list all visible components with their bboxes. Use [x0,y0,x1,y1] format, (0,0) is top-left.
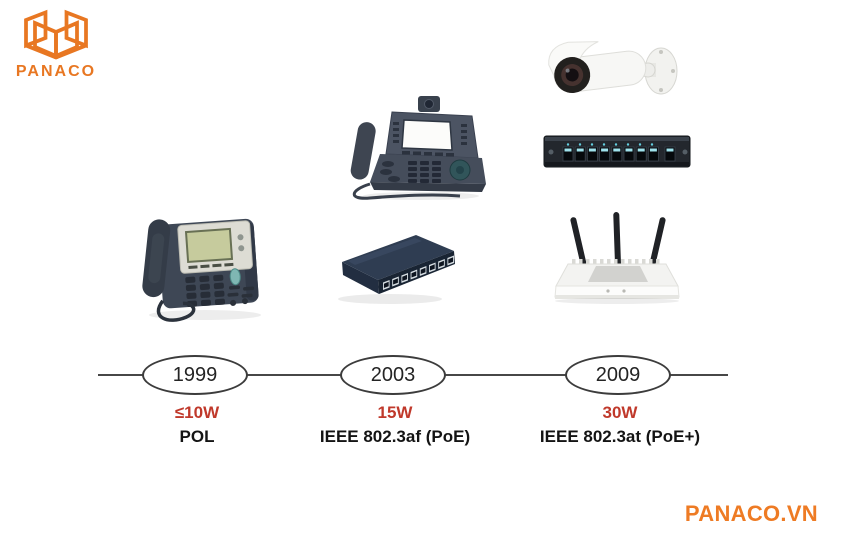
vents [572,259,660,267]
antenna-left [570,217,587,269]
handset-cord [156,299,196,322]
switch-ports [562,146,676,162]
nav-button [229,268,241,286]
power-label: 30W [602,403,638,422]
panaco-book-icon [24,9,88,60]
timeline-year: 1999 [172,363,218,386]
antenna-right [649,217,666,269]
poe-network-switch-illustration [543,135,691,168]
desktop-switch-illustration [338,235,455,304]
antenna-middle [613,212,622,268]
softkeys [188,262,234,269]
router-top-panel [588,266,648,282]
led-row [566,143,654,146]
camera-lens [424,99,434,109]
power-label: ≤10W [174,403,220,422]
phone-screen [401,119,453,151]
timeline-node-1999: 1999 [142,355,248,395]
standard-label: IEEE 802.3af (PoE) [319,427,471,446]
milestone-labels-1999: ≤10W POL [175,403,219,447]
keypad [408,161,441,183]
phone-base [370,182,486,192]
side-buttons [393,122,467,157]
handset-cord [352,182,461,200]
website-label: PANACO.VN [684,501,818,526]
standard-label: POL [179,427,215,446]
handset [350,122,376,180]
timeline-node-2009: 2009 [565,355,671,395]
brand-logo-text: PANACO [15,63,97,80]
shadow [338,294,442,304]
standard-label: IEEE 802.3at (PoE+) [539,427,701,446]
video-ip-phone-illustration [350,96,486,200]
timeline-node-2003: 2003 [340,355,446,395]
wireless-router-illustration [554,212,680,304]
brand-logo: PANACO [12,8,100,81]
phone-lcd-screen [184,227,234,264]
milestone-labels-2009: 30W IEEE 802.3at (PoE+) [540,403,700,447]
camera-body [548,41,647,94]
power-label: 15W [377,403,413,422]
screw [682,149,688,155]
shadow [555,298,679,304]
screw [548,149,554,155]
milestone-labels-2003: 15W IEEE 802.3af (PoE) [320,403,470,447]
bullet-cctv-camera-illustration [548,41,678,95]
keypad [185,274,226,308]
ip-desk-phone-illustration [142,218,261,322]
timeline-year: 2003 [370,363,416,386]
shadow [149,310,261,320]
switch-top [342,235,454,280]
switch-side [342,262,379,294]
timeline-year: 2009 [595,363,641,386]
handset [142,219,171,298]
